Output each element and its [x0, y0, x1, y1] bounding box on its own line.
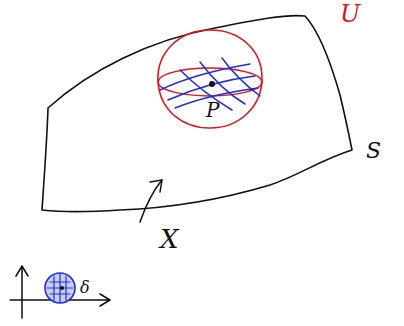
point-label: P: [206, 100, 219, 120]
radius-label: δ: [80, 280, 90, 296]
map-label: X: [160, 226, 179, 252]
parameter-disc: [45, 273, 75, 303]
y-axis: [16, 266, 28, 318]
neighbourhood-ball: [158, 30, 262, 128]
set-label: U: [340, 2, 360, 26]
disc-grid: [47, 274, 73, 302]
surface-label: S: [366, 140, 381, 162]
arrow-head: [150, 180, 162, 192]
disc-point: [60, 286, 64, 290]
surface-outline: [42, 16, 352, 212]
map-arrow: [140, 180, 162, 222]
point-dot: [209, 81, 215, 87]
